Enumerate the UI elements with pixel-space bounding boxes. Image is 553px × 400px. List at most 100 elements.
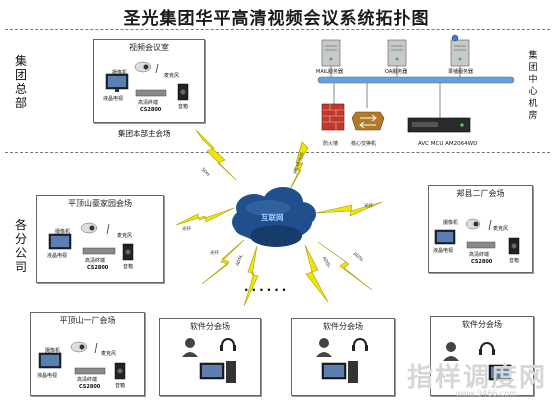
soft-site-1-equipment (182, 338, 236, 383)
watermark-text: 指样调度网 (406, 363, 547, 393)
hq-mic-label: 麦克风 (164, 73, 180, 79)
branch-left-top-equipment (48, 222, 134, 261)
hq-room-title: 视频会议室 (129, 43, 169, 52)
branch-left-top-box: 平顶山豪家园会场 摄像机 麦克风 液晶电视 高清终端 CS2800 音箱 (36, 195, 164, 283)
link-bolt-left-bottom (201, 239, 245, 285)
hq-room-caption: 集团本部主会场 (118, 129, 171, 138)
soft-site-2-equipment (316, 338, 368, 383)
link-bolt-right-top (315, 201, 383, 217)
link-bolt-left-top (175, 207, 235, 226)
more-sites-dots: ...... (244, 280, 290, 294)
diagram-title: 圣光集团华平高清视频会议系统拓扑图 (123, 9, 430, 29)
branch-right-top-terminal-label: 高清终端 (469, 252, 490, 258)
internet-cloud (232, 187, 316, 247)
branch-left-top-camera-label: 摄像机 (55, 229, 71, 235)
hq-terminal-label: 高清终端 (138, 100, 159, 106)
branch-left-bottom-title: 平顶山一厂会场 (59, 316, 116, 325)
branch-left-top-title: 平顶山豪家园会场 (68, 199, 132, 208)
side-label-datacenter: 集团中心机房 (528, 51, 538, 121)
branch-left-bottom-tv-label: 液晶电视 (37, 373, 58, 379)
branch-right-top-speaker-label: 音箱 (509, 258, 520, 264)
branch-left-bottom-box: 平顶山一厂会场 摄像机 麦克风 液晶电视 高清终端 CS2800 音箱 (30, 312, 145, 396)
hq-camera-icon (134, 61, 152, 73)
link-label-right-top: 光纤 (364, 204, 373, 209)
oa-server-icon (387, 39, 407, 67)
mcu-label: AVC MCU AM2064WD (418, 141, 478, 147)
soft-site-2-headset-icon (353, 338, 367, 346)
soft-site-2-title: 软件分会场 (323, 322, 363, 331)
branch-left-top-model-label: CS2800 (87, 265, 109, 271)
link-bolt-right-bottom (317, 241, 373, 291)
branch-left-bottom-terminal-icon (74, 367, 106, 375)
core-switch-icon (351, 111, 385, 131)
branch-right-top-equipment (434, 218, 520, 255)
branch-left-top-terminal-icon (82, 247, 116, 255)
branch-left-bottom-model-label: CS2800 (79, 384, 101, 390)
hq-room-equipment (105, 61, 189, 101)
soft-site-3-user-icon (446, 342, 456, 352)
soft-site-2-pc-icon (348, 361, 358, 383)
soft-site-3-equipment (443, 342, 512, 381)
soft-site-3-headset-icon (480, 342, 494, 350)
soft-site-2-box: 软件分会场 (291, 318, 395, 396)
link-bolt-bottom-b (304, 244, 329, 303)
recording-server-label: 录播服务器 (448, 69, 474, 75)
separator-middle (5, 152, 550, 153)
link-bolt-hq (195, 129, 237, 181)
oa-server-label: OA服务器 (385, 69, 408, 75)
mail-server-icon (321, 39, 341, 67)
branch-left-top-mic-icon (106, 223, 110, 235)
branch-right-top-camera-icon (465, 218, 481, 230)
soft-site-1-pc-icon (226, 361, 236, 383)
branch-left-bottom-terminal-label: 高清终端 (77, 377, 98, 383)
datacenter-backbone (317, 76, 515, 84)
branch-right-top-mic-icon (488, 219, 492, 231)
branch-right-top-mic-label: 麦克风 (493, 226, 509, 232)
branch-left-bottom-speaker-label: 音箱 (115, 383, 126, 389)
branch-right-top-camera-label: 摄像机 (443, 220, 459, 226)
soft-site-1-headset-icon (221, 338, 235, 346)
side-label-branches: 各分公司 (14, 218, 27, 274)
soft-site-1-user-icon (185, 338, 195, 348)
branch-left-top-speaker-label: 音箱 (123, 264, 134, 270)
branch-left-top-terminal-label: 高清终端 (85, 258, 106, 264)
link-bolt-bottom-a (243, 245, 259, 307)
branch-left-top-mic-label: 麦克风 (117, 233, 133, 239)
firewall-icon (321, 103, 345, 131)
hq-terminal-icon (135, 89, 167, 97)
soft-site-2-user-icon (319, 338, 329, 348)
soft-site-3-title: 软件分会场 (462, 320, 502, 329)
branch-right-top-model-label: CS2800 (471, 259, 493, 265)
link-bolt-datacenter (287, 141, 309, 194)
cloud-label: 互联网 (261, 213, 284, 222)
branch-right-top-box: 郏县二厂会场 摄像机 麦克风 液晶电视 高清终端 CS2800 音箱 (428, 185, 533, 273)
side-label-hq: 集团总部 (14, 54, 27, 110)
branch-right-top-title: 郏县二厂会场 (456, 189, 505, 198)
branch-left-top-tv-label: 液晶电视 (47, 253, 68, 259)
hq-camera-label: 摄像机 (112, 70, 128, 76)
soft-site-3-box: 软件分会场 (430, 316, 534, 396)
link-label-left-top: 光纤 (182, 227, 191, 232)
watermark-url: www.9466.com (455, 389, 517, 398)
core-switch-label: 核心交换机 (351, 141, 377, 147)
branch-left-bottom-camera-label: 摄像机 (45, 348, 61, 354)
mail-server-label: MAIL服务器 (316, 69, 343, 75)
branch-left-bottom-camera-icon (70, 341, 88, 353)
recording-server-icon (450, 34, 470, 67)
separator-top (5, 29, 550, 30)
mcu-icon (407, 117, 471, 133)
soft-site-1-title: 软件分会场 (190, 322, 230, 331)
soft-site-1-box: 软件分会场 (159, 318, 261, 396)
link-label-left-bottom: 光纤 (210, 251, 219, 256)
branch-right-top-terminal-icon (466, 241, 496, 249)
branch-left-bottom-equipment (38, 341, 126, 380)
branch-left-top-camera-icon (80, 222, 98, 234)
branch-left-bottom-mic-icon (94, 342, 98, 354)
hq-model-label: CS2800 (140, 107, 162, 113)
branch-left-bottom-mic-label: 麦克风 (101, 351, 117, 357)
hq-tv-label: 液晶电视 (103, 96, 124, 102)
hq-mic-icon (155, 63, 159, 74)
hq-room-box: 视频会议室 摄像机 麦克风 液晶电视 高清终端 CS2800 音箱 (93, 39, 205, 123)
